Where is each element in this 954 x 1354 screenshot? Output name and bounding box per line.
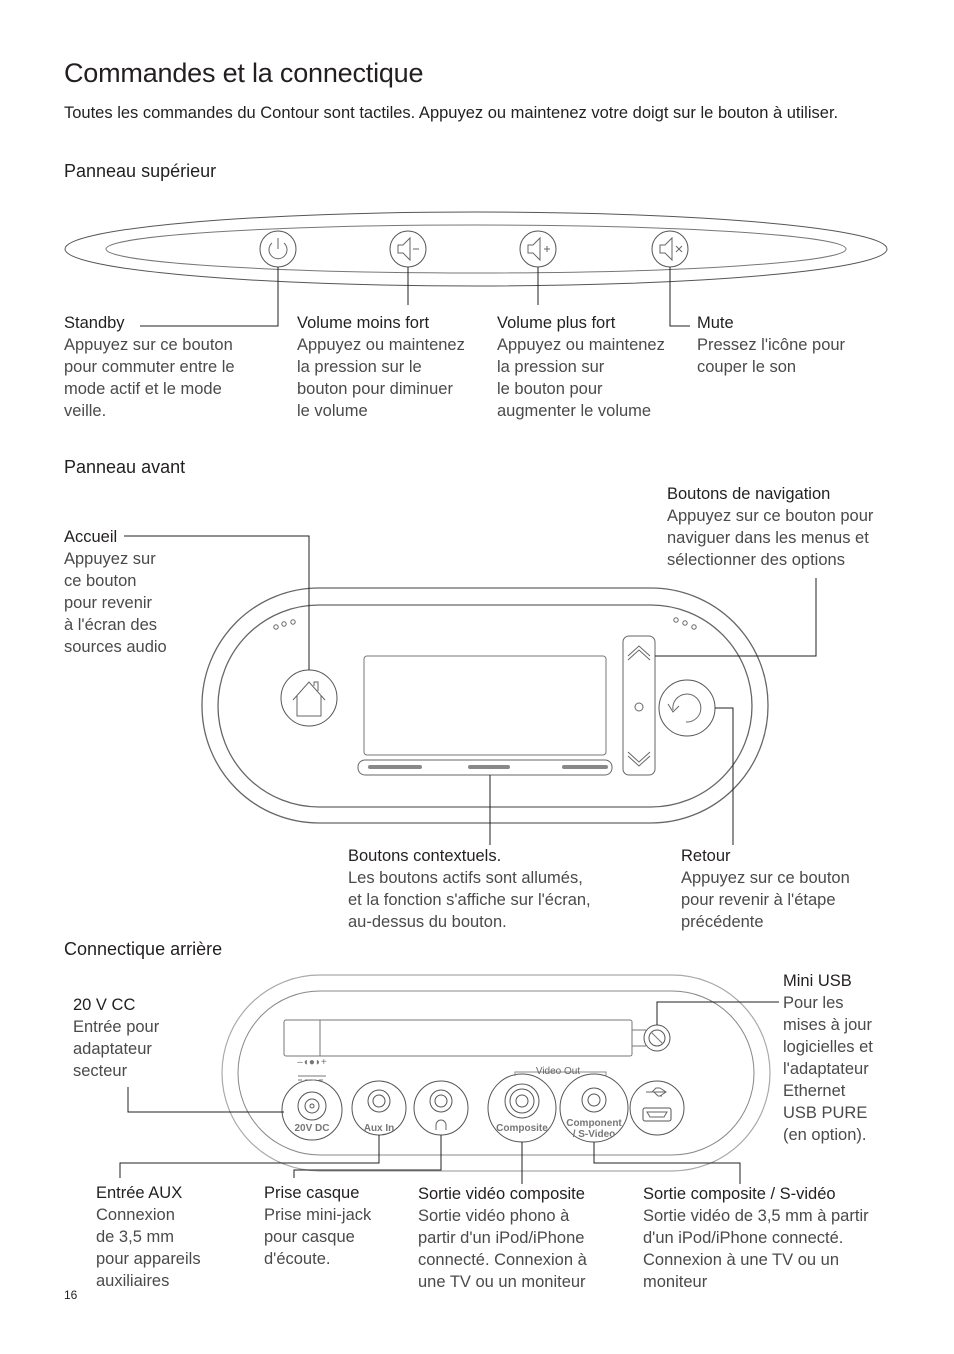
back-icon[interactable] xyxy=(658,679,716,737)
page-number: 16 xyxy=(64,1288,78,1302)
headphone-socket[interactable] xyxy=(413,1080,469,1136)
callout-home: Accueil Appuyez sur ce bouton pour reven… xyxy=(64,526,194,658)
callout-context-buttons: Boutons contextuels. Les boutons actifs … xyxy=(348,845,638,933)
top-panel-diagram xyxy=(64,211,888,327)
section-top-panel: Panneau supérieur xyxy=(64,161,217,181)
video-out-label: Video Out xyxy=(536,1066,581,1077)
dc-socket[interactable] xyxy=(281,1075,343,1141)
callout-desc: Sortie vidéo phono à partir d'un iPod/iP… xyxy=(418,1207,587,1291)
callout-title: 20 V CC xyxy=(73,996,136,1014)
headphone-icon xyxy=(435,1119,447,1130)
component-port-label-2: / S-Video xyxy=(573,1129,616,1140)
aux-port-label: Aux In xyxy=(364,1123,395,1134)
callout-dc: 20 V CC Entrée pour adaptateur secteur xyxy=(73,994,203,1082)
callout-title: Standby xyxy=(64,314,125,332)
callout-title: Accueil xyxy=(64,528,118,546)
callout-title: Sortie composite / S-vidéo xyxy=(643,1185,836,1203)
dc-port-label: 20V DC xyxy=(294,1123,329,1134)
volume-up-icon[interactable] xyxy=(519,230,557,268)
home-icon[interactable] xyxy=(280,669,338,727)
callout-desc: Entrée pour adaptateur secteur xyxy=(73,1018,160,1080)
callout-desc: Connexion de 3,5 mm pour appareils auxil… xyxy=(96,1206,201,1290)
standby-icon[interactable] xyxy=(259,230,297,268)
section-rear-panel: Connectique arrière xyxy=(64,939,223,959)
callout-desc: Appuyez ou maintenez la pression sur le … xyxy=(497,336,665,420)
callout-desc: Les boutons actifs sont allumés, et la f… xyxy=(348,869,591,931)
callout-title: Sortie vidéo composite xyxy=(418,1185,585,1203)
section-front-panel: Panneau avant xyxy=(64,457,186,477)
nav-select-icon xyxy=(634,702,644,712)
callout-title: Mini USB xyxy=(783,972,852,990)
callout-composite: Sortie vidéo composite Sortie vidéo phon… xyxy=(418,1183,628,1293)
nav-up-icon xyxy=(627,645,651,661)
callout-back: Retour Appuyez sur ce bouton pour reveni… xyxy=(681,845,891,933)
callout-title: Retour xyxy=(681,847,731,865)
callout-desc: Sortie vidéo de 3,5 mm à partir d'un iPo… xyxy=(643,1207,869,1291)
usb-icon xyxy=(646,1087,667,1097)
nav-down-icon xyxy=(627,751,651,767)
front-panel-diagram xyxy=(124,535,817,845)
callout-desc: Appuyez sur ce bouton pour commuter entr… xyxy=(64,336,235,420)
callout-desc: Appuyez sur ce bouton pour revenir à l'é… xyxy=(64,550,167,656)
callout-title: Volume plus fort xyxy=(497,314,616,332)
callout-title: Mute xyxy=(697,314,734,332)
callout-title: Volume moins fort xyxy=(297,314,430,332)
callout-volume-up: Volume plus fort Appuyez ou maintenez la… xyxy=(497,312,687,422)
callout-desc: Appuyez sur ce bouton pour revenir à l'é… xyxy=(681,869,850,931)
rear-panel-diagram xyxy=(119,974,779,1184)
callout-aux: Entrée AUX Connexion de 3,5 mm pour appa… xyxy=(96,1182,246,1292)
callout-title: Prise casque xyxy=(264,1184,360,1202)
callout-volume-down: Volume moins fort Appuyez ou maintenez l… xyxy=(297,312,487,422)
usb-socket[interactable] xyxy=(629,1080,685,1136)
volume-down-icon[interactable] xyxy=(389,230,427,268)
intro-text: Toutes les commandes du Contour sont tac… xyxy=(64,104,839,122)
callout-desc: Appuyez ou maintenez la pression sur le … xyxy=(297,336,465,420)
callout-desc: Prise mini-jack pour casque d'écoute. xyxy=(264,1206,372,1268)
mute-icon[interactable] xyxy=(651,230,689,268)
callout-navigation: Boutons de navigation Appuyez sur ce bou… xyxy=(667,483,907,571)
antenna-socket xyxy=(643,1024,671,1052)
callout-headphone: Prise casque Prise mini-jack pour casque… xyxy=(264,1182,404,1270)
composite-port-label: Composite xyxy=(496,1123,548,1134)
callout-component: Sortie composite / S-vidéo Sortie vidéo … xyxy=(643,1183,933,1293)
callout-title: Boutons de navigation xyxy=(667,485,831,503)
navigation-buttons[interactable] xyxy=(622,635,656,776)
callout-desc: Pour les mises à jour logicielles et l'a… xyxy=(783,994,873,1144)
callout-title: Entrée AUX xyxy=(96,1184,183,1202)
callout-mini-usb: Mini USB Pour les mises à jour logiciell… xyxy=(783,970,913,1146)
callout-title: Boutons contextuels. xyxy=(348,847,502,865)
callout-desc: Appuyez sur ce bouton pour naviguer dans… xyxy=(667,507,874,569)
callout-mute: Mute Pressez l'icône pour couper le son xyxy=(697,312,877,378)
callout-standby: Standby Appuyez sur ce bouton pour commu… xyxy=(64,312,264,422)
page-title: Commandes et la connectique xyxy=(64,58,424,88)
component-port-label-1: Component xyxy=(566,1118,622,1129)
callout-desc: Pressez l'icône pour couper le son xyxy=(697,336,846,376)
polarity-label: –◖●◗+ xyxy=(297,1057,327,1068)
